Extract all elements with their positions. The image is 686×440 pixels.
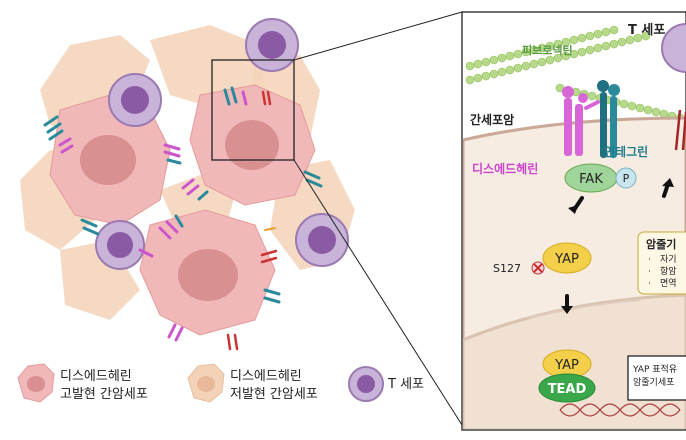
zoom-connector <box>293 11 463 61</box>
hepatoma-label: 간세포암 <box>470 112 514 127</box>
stemness-item: · <box>648 267 651 277</box>
t-cell <box>245 18 299 72</box>
t-cell-label: T 세포 <box>628 23 665 38</box>
legend-tcell-label: T 세포 <box>388 377 424 392</box>
legend-high-label-2: 고발현 간암세포 <box>60 387 148 402</box>
legend-high-label-1: 디스에드헤린 <box>60 369 132 384</box>
phospho-node <box>615 167 637 189</box>
legend-low-label-2: 저발현 간암세포 <box>230 387 318 402</box>
fak-label: FAK <box>579 172 603 187</box>
tumor-cluster <box>20 18 355 351</box>
t-cell <box>95 220 145 270</box>
nucleus <box>178 249 238 301</box>
t-cell <box>295 213 349 267</box>
integrin-receptor <box>597 80 620 158</box>
tead-node <box>538 373 596 403</box>
target-box-label: YAP 표적유 <box>632 363 677 375</box>
fibronectin-fiber <box>465 25 685 123</box>
s127-label: S127 <box>493 262 521 275</box>
dna-helix <box>559 403 681 417</box>
zoom-connector <box>293 159 463 426</box>
yap-label: YAP <box>554 252 579 267</box>
tead-label: TEAD <box>548 382 587 397</box>
integrin-label: 인테그린 <box>604 144 648 159</box>
stemness-item-label: 항암 <box>660 265 677 277</box>
target-box-label-2: 암줄기세포 <box>633 376 674 388</box>
stemness-item: · <box>648 255 651 265</box>
t-cell-zoom <box>661 23 686 73</box>
fibronectin-label: 피브로넥틴 <box>522 43 573 57</box>
legend-low-label-1: 디스에드헤린 <box>230 369 302 384</box>
zoom-panel: T 세포 피브로넥틴 간세포암 디스에드헤린 인테그린 FAK P YAP S1… <box>461 11 686 431</box>
dystroglycan-label: 디스에드헤린 <box>472 161 538 176</box>
stemness-item: · <box>648 279 651 289</box>
target-box <box>627 355 686 401</box>
dystroglycan-receptor <box>562 86 600 156</box>
nucleus <box>80 135 136 185</box>
zoom-box <box>211 59 295 161</box>
stemness-box <box>637 231 686 295</box>
stemness-item-label: 면역 <box>660 278 677 289</box>
legend-tcell-swatch <box>348 366 384 402</box>
yap-nucleus-label: YAP <box>554 358 579 373</box>
stemness-title: 암줄기 <box>646 237 676 251</box>
receptor-glyphs <box>43 86 323 351</box>
legend <box>17 363 384 403</box>
stemness-item-label: 자기 <box>660 254 677 265</box>
phospho-label: P <box>623 172 630 185</box>
nucleus <box>225 120 279 170</box>
yap-node <box>542 242 592 274</box>
t-cell <box>108 73 162 127</box>
